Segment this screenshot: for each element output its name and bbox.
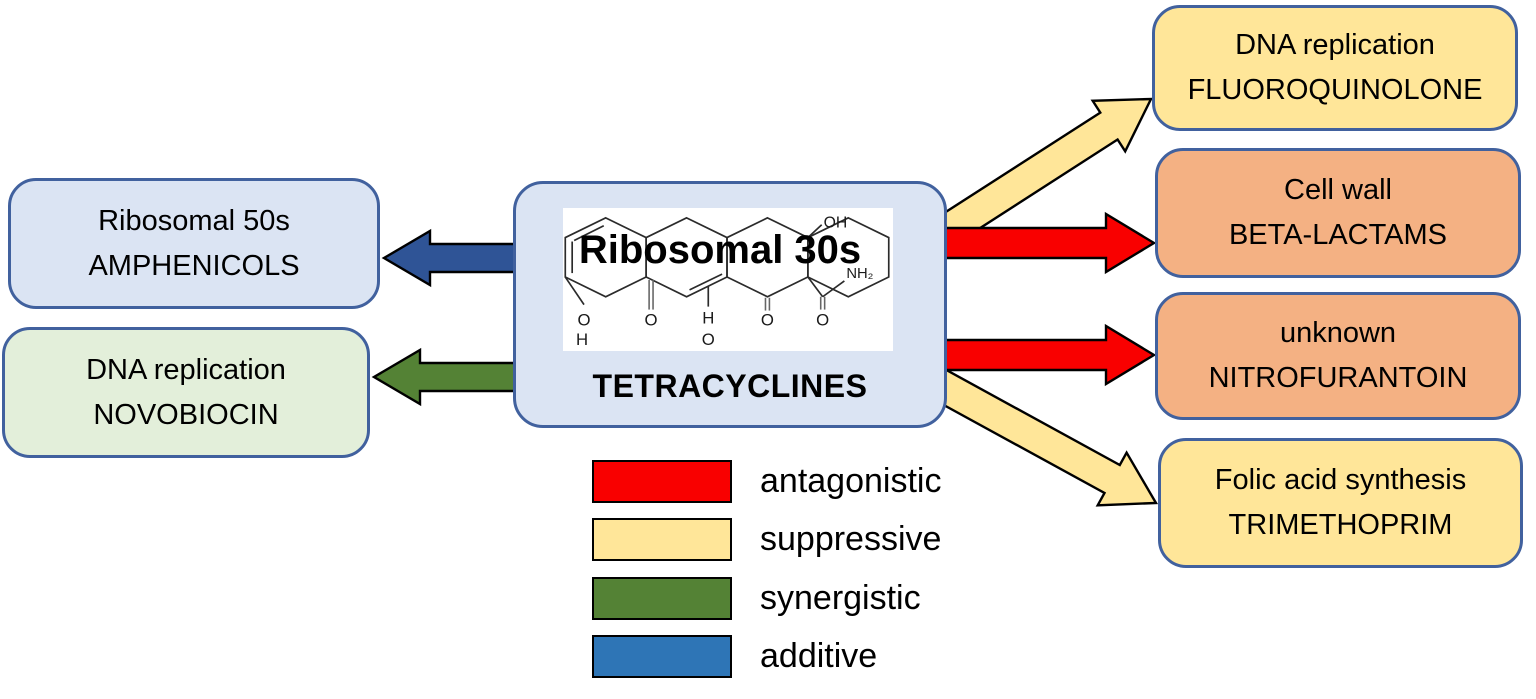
atom-label: O bbox=[761, 310, 774, 329]
node-fluoroquinolone: DNA replication FLUOROQUINOLONE bbox=[1152, 5, 1518, 131]
legend-swatch-additive bbox=[592, 635, 732, 678]
molecule-structure-image: O H O H O O O OH NH₂ Ribosomal 30s bbox=[563, 208, 893, 351]
legend-swatch-synergistic bbox=[592, 577, 732, 620]
atom-label: O bbox=[577, 310, 590, 329]
node-drug: NOVOBIOCIN bbox=[93, 398, 279, 431]
legend-item-additive: additive bbox=[592, 635, 877, 678]
atom-label-oh: OH bbox=[824, 215, 848, 232]
node-drug: BETA-LACTAMS bbox=[1228, 219, 1448, 251]
node-tetracyclines: O H O H O O O OH NH₂ Ribosomal 30s TETRA… bbox=[513, 181, 947, 428]
arrow-suppressive bbox=[924, 97, 1153, 254]
node-trimethoprim: Folic acid synthesis TRIMETHOPRIM bbox=[1158, 438, 1523, 568]
legend-label: suppressive bbox=[760, 520, 942, 558]
node-mechanism: Cell wall bbox=[1284, 174, 1392, 207]
arrow-antagonistic bbox=[928, 323, 1157, 387]
node-mechanism: unknown bbox=[1279, 317, 1397, 350]
legend-label: synergistic bbox=[760, 579, 921, 617]
arrow-synergistic bbox=[371, 347, 532, 407]
node-drug: TRIMETHOPRIM bbox=[1228, 509, 1453, 541]
legend-swatch-antagonistic bbox=[592, 460, 732, 503]
arrow-suppressive bbox=[925, 366, 1159, 507]
atom-label: O bbox=[645, 310, 658, 329]
legend-item-synergistic: synergistic bbox=[592, 577, 921, 620]
node-beta-lactams: Cell wall BETA-LACTAMS bbox=[1155, 148, 1521, 278]
legend-item-suppressive: suppressive bbox=[592, 518, 941, 561]
arrow-additive bbox=[381, 228, 532, 288]
atom-label: O bbox=[702, 330, 715, 349]
ribosomal-30s-overlay-label: Ribosomal 30s bbox=[578, 228, 862, 272]
atom-label: H bbox=[576, 330, 588, 349]
legend-item-antagonistic: antagonistic bbox=[592, 460, 941, 503]
tetracycline-molecule-drawing: O H O H O O O OH NH₂ bbox=[564, 215, 890, 349]
node-drug: NITROFURANTOIN bbox=[1208, 362, 1468, 394]
arrow-antagonistic bbox=[928, 211, 1157, 275]
node-drug: FLUOROQUINOLONE bbox=[1187, 74, 1483, 106]
tetracyclines-label: TETRACYCLINES bbox=[592, 368, 868, 404]
atom-label: O bbox=[816, 310, 829, 329]
legend-label: additive bbox=[760, 637, 878, 675]
legend-swatch-suppressive bbox=[592, 518, 732, 561]
node-amphenicols: Ribosomal 50s AMPHENICOLS bbox=[8, 178, 380, 309]
node-mechanism: Folic acid synthesis bbox=[1214, 464, 1467, 497]
node-mechanism: DNA replication bbox=[86, 353, 286, 386]
node-drug: AMPHENICOLS bbox=[88, 249, 300, 282]
atom-label-nh2: NH₂ bbox=[846, 266, 873, 282]
legend-label: antagonistic bbox=[760, 462, 942, 500]
node-nitrofurantoin: unknown NITROFURANTOIN bbox=[1155, 292, 1521, 420]
atom-label: H bbox=[702, 308, 714, 327]
node-mechanism: DNA replication bbox=[1235, 29, 1435, 62]
node-novobiocin: DNA replication NOVOBIOCIN bbox=[2, 327, 370, 458]
node-mechanism: Ribosomal 50s bbox=[98, 204, 290, 237]
